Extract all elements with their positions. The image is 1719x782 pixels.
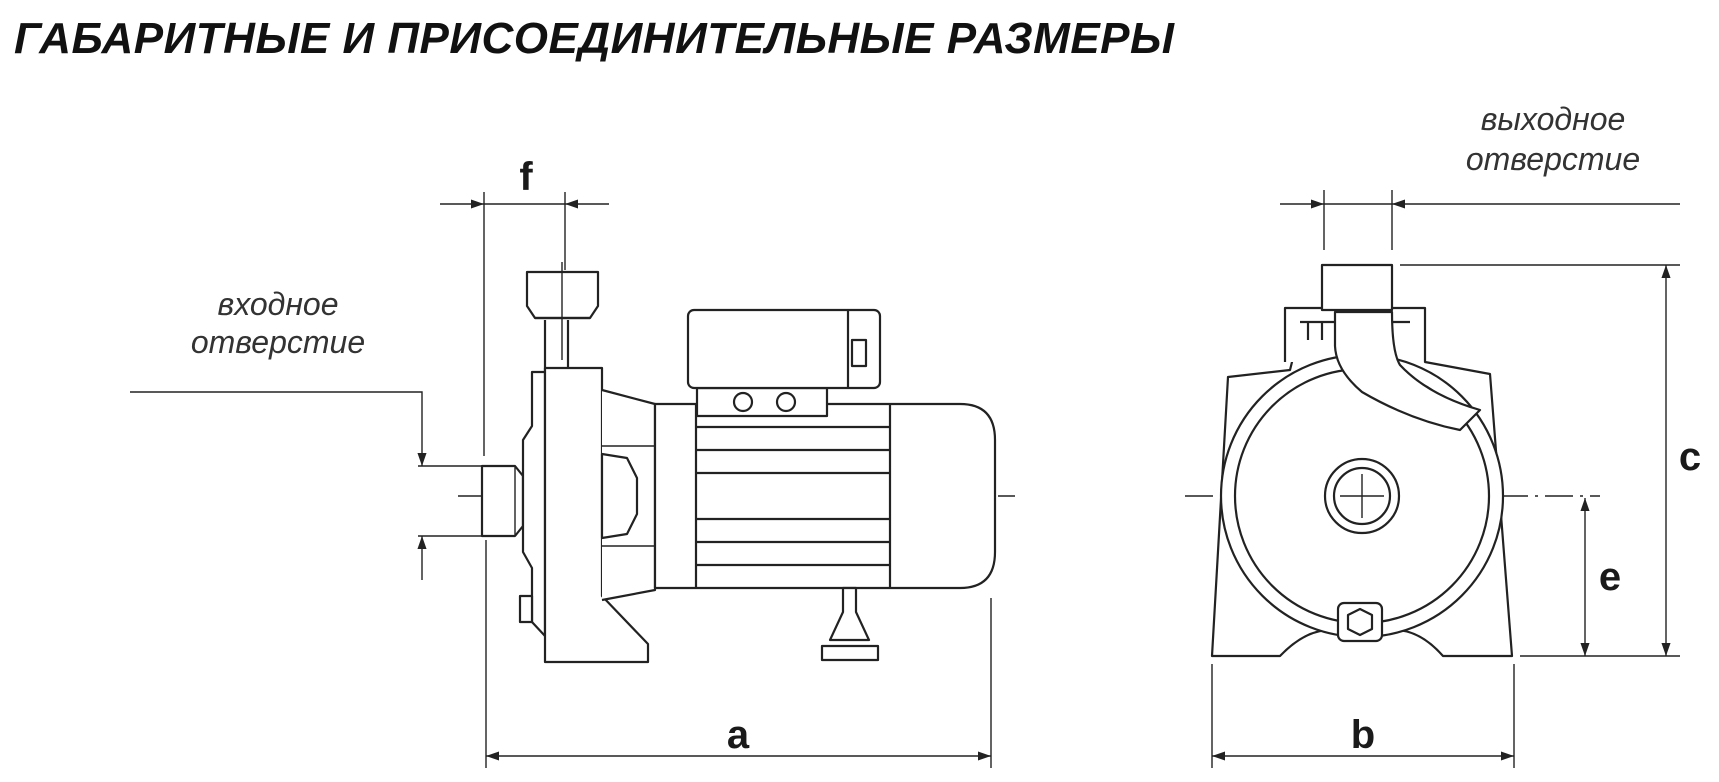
dimension-e-label: e <box>1599 555 1621 599</box>
outlet-label-line2: отверстие <box>1466 141 1640 177</box>
dimension-c-label: c <box>1679 435 1701 479</box>
inlet-label-line1: входное <box>217 286 338 322</box>
front-view: выходное отверстие b c e <box>1185 101 1701 768</box>
side-view: f входное отверстие a <box>130 155 1015 768</box>
page-title: ГАБАРИТНЫЕ И ПРИСОЕДИНИТЕЛЬНЫЕ РАЗМЕРЫ <box>14 14 1175 63</box>
dimension-b-label: b <box>1351 713 1375 757</box>
inlet-label-line2: отверстие <box>191 324 365 360</box>
dimension-a-label: a <box>727 713 750 757</box>
outlet-label-line1: выходное <box>1481 101 1626 137</box>
dimension-f-label: f <box>519 155 533 199</box>
